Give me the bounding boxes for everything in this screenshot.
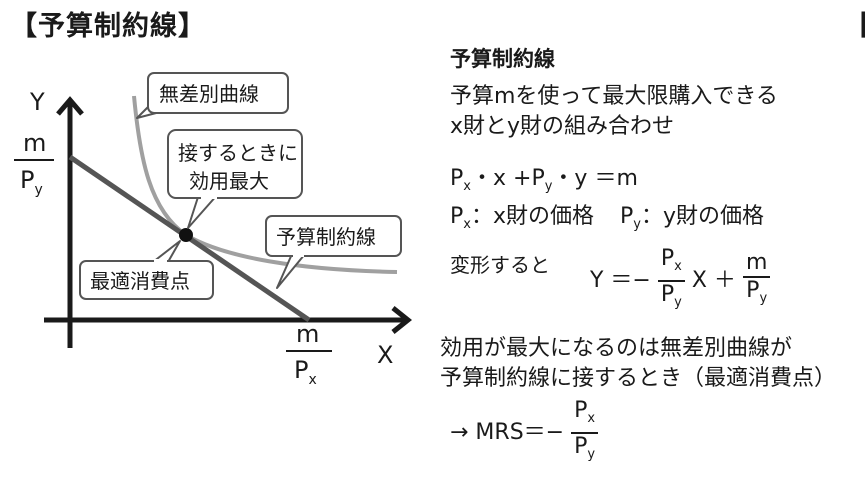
callout-tangent-tail [187, 193, 219, 229]
callout-budget-text: 予算制約線 [276, 225, 376, 249]
y-axis-label: Y [29, 88, 45, 116]
callout-budget-tail-mask [293, 253, 304, 257]
intercept-fraction: m Py [742, 250, 771, 312]
page-title: 【予算制約線】 [10, 11, 206, 42]
callout-budget-tail [276, 253, 306, 289]
callout-tangent-line2: 効用最大 [189, 169, 269, 193]
mrs-equation: → MRS＝− Px Py [450, 398, 599, 468]
budget-constraint-diagram: Y X m Py m Px 無差別曲線 接するときに 効用最大 予算制約線 最適… [14, 72, 413, 388]
optimal-consumption-point [179, 228, 193, 242]
x-axis-label: X [377, 341, 393, 369]
callout-optimal-box [79, 260, 214, 300]
transform-equation: Y ＝− Px Py X ＋ m Py [590, 246, 771, 316]
x-axis-arrowhead [391, 306, 413, 334]
callout-tangent-tail-mask [201, 195, 217, 199]
callout-tangent-line1: 接するときに [178, 141, 298, 165]
callout-optimal-tail [152, 240, 181, 263]
callout-tangent-box [167, 129, 303, 199]
callout-indifference-text: 無差別曲線 [159, 82, 259, 106]
y-intercept-denominator: Py [20, 166, 43, 198]
y-intercept-numerator: m [23, 129, 46, 157]
y-axis-arrowhead [56, 96, 84, 116]
x-intercept-numerator: m [296, 320, 319, 348]
x-intercept-denominator: Px [294, 356, 317, 388]
callout-optimal-tail-mask [154, 259, 167, 263]
price-definitions: Px：x財の価格 Py：y財の価格 [450, 204, 765, 232]
explanation-desc-line2: x財とy財の組み合わせ [450, 114, 675, 139]
transform-label: 変形すると [450, 253, 550, 277]
callout-optimal-text: 最適消費点 [90, 269, 190, 293]
mrs-fraction: Px Py [571, 398, 599, 468]
utility-max-line2: 予算制約線に接するとき（最適消費点） [440, 366, 837, 391]
budget-equation: Px・x +Py・y ＝m [450, 166, 638, 194]
callout-indifference-box [147, 72, 289, 114]
slope-fraction: Px Py [657, 246, 685, 316]
explanation-desc-line1: 予算mを使って最大限購入できる [450, 84, 778, 109]
cut-off-bracket: 【 [844, 4, 865, 43]
explanation-heading: 予算制約線 [450, 47, 555, 71]
callout-budget-box [265, 215, 402, 257]
utility-max-line1: 効用が最大になるのは無差別曲線が [440, 336, 793, 361]
